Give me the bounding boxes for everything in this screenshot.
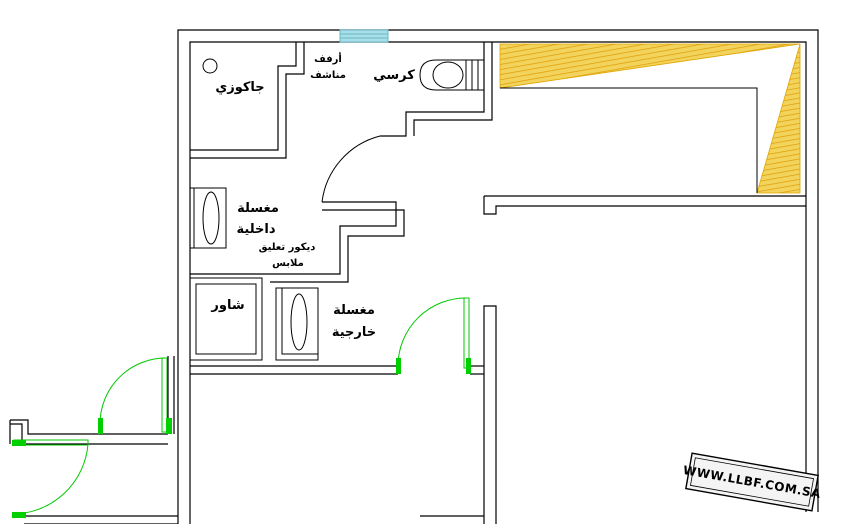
label-inner-sink-line2: داخلية (237, 222, 276, 237)
label-outer-sink-line2: خارجية (332, 325, 376, 340)
entrance-door (11, 439, 89, 518)
label-decor-line1: ديكور تعليق (259, 242, 316, 253)
label-jacuzzi: جاكوزي (215, 80, 264, 95)
label-outer-sink-line1: مغسلة (333, 303, 375, 318)
toilet-fixture (419, 59, 485, 91)
inner-sink-fixture (189, 187, 227, 249)
outer-walls (177, 29, 819, 524)
label-shelves-line1: أرفف (314, 52, 342, 65)
jacuzzi-tub (202, 58, 218, 74)
label-decor-line2: ملابس (272, 258, 304, 269)
shower-fixture (189, 277, 263, 361)
label-toilet: كرسي (373, 68, 415, 83)
hatched-area (499, 43, 801, 194)
label-shelves-line2: مناشف (310, 70, 346, 81)
interior-walls (9, 42, 806, 524)
outer-sink-fixture (275, 287, 319, 361)
top-window (339, 29, 389, 43)
watermark-stamp: WWW.LLBF.COM.SA (682, 452, 822, 512)
outer-sink-door (396, 297, 471, 374)
label-inner-sink-line1: مغسلة (237, 201, 279, 216)
label-shower: شاور (210, 298, 244, 313)
left-room-door (98, 357, 172, 434)
inner-door (321, 135, 381, 203)
